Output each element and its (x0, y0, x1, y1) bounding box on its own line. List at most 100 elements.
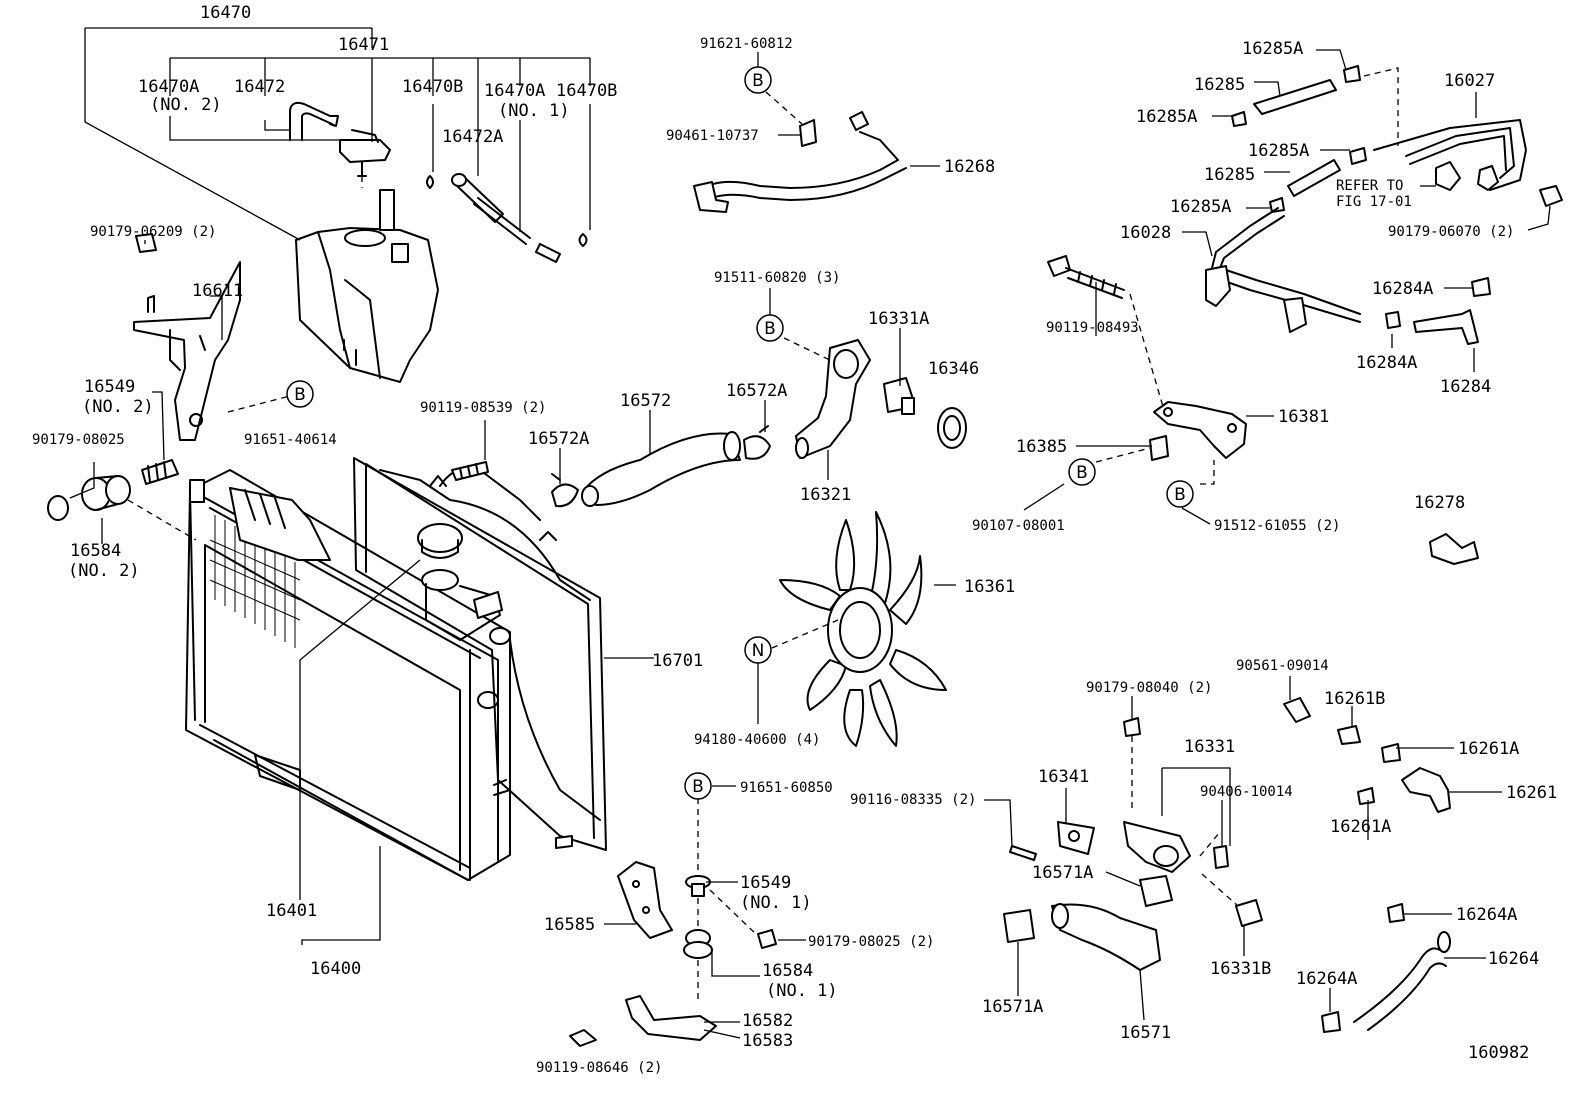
pipe-16027[interactable] (1373, 119, 1527, 191)
label-90116-08335: 90116-08335 (2) (850, 792, 976, 808)
clamp-16261A-upper[interactable] (1381, 743, 1401, 763)
clamp-16572A-upper[interactable] (743, 425, 771, 460)
bolt-90406-10014[interactable] (1213, 845, 1229, 869)
cushion-16584-no2[interactable] (81, 475, 131, 511)
label-16571: 16571 (1120, 1023, 1171, 1043)
label-90119-08493: 90119-08493 (1046, 320, 1139, 336)
reserve-tank[interactable] (295, 189, 439, 383)
thermo-switch-16331B[interactable] (1235, 899, 1263, 927)
cushion-16584-no1[interactable] (683, 929, 713, 959)
fan-shroud-16701[interactable] (353, 457, 607, 851)
clip-16470B-left[interactable] (426, 175, 434, 189)
clamp-16285A-2[interactable] (1231, 111, 1247, 127)
clamp-16284A-1[interactable] (1471, 277, 1491, 297)
clamp-16571A-lower[interactable] (1003, 909, 1035, 943)
union-16278[interactable] (1429, 533, 1479, 565)
label-16472: 16472 (234, 77, 285, 97)
label-90179-08025-2: 90179-08025 (2) (808, 934, 934, 950)
label-16341: 16341 (1038, 767, 1089, 787)
label-16549-no1-sub: (NO. 1) (740, 893, 812, 913)
radiator-upper-tank[interactable] (229, 487, 331, 561)
hose-16285-upper[interactable] (1253, 79, 1337, 115)
bolt-90179-06209[interactable] (135, 233, 157, 253)
radiator-cap[interactable] (417, 523, 463, 559)
label-16278: 16278 (1414, 493, 1465, 513)
bracket-16585[interactable] (617, 861, 673, 939)
label-16264a-upper: 16264A (1456, 905, 1517, 925)
label-16284: 16284 (1440, 377, 1491, 397)
clamp-16571A-upper[interactable] (1139, 875, 1173, 907)
radiator-16400[interactable] (185, 469, 511, 881)
bolt-90119-08646[interactable] (569, 1029, 597, 1047)
label-91621-60812: 91621-60812 (700, 36, 793, 52)
nut-90561-09014[interactable] (1283, 697, 1311, 723)
hose-16571[interactable] (1051, 903, 1161, 971)
label-16470: 16470 (200, 3, 251, 23)
water-outlet-16331[interactable] (1123, 821, 1191, 873)
clamp-16572A-lower[interactable] (551, 473, 579, 508)
label-90179-06209: 90179-06209 (2) (90, 224, 216, 240)
clamp-16264A-upper[interactable] (1387, 903, 1405, 923)
pipe-16268[interactable] (693, 111, 907, 213)
stud-90116-08335[interactable] (1009, 845, 1037, 861)
label-16331a: 16331A (868, 309, 929, 329)
collar-16385[interactable] (1149, 435, 1169, 461)
label-16285a-4: 16285A (1170, 197, 1231, 217)
label-16264a-lower: 16264A (1296, 969, 1357, 989)
label-16331: 16331 (1184, 737, 1235, 757)
hose-16284[interactable] (1413, 309, 1479, 345)
clip-16470B-right[interactable] (578, 233, 588, 247)
clip-90461-10737[interactable] (799, 119, 817, 147)
fan-16361[interactable] (779, 511, 947, 747)
label-16582: 16582 (742, 1011, 793, 1031)
ref-marker-b-91651-40614: B (286, 380, 314, 408)
hose-16261[interactable] (1401, 767, 1451, 813)
clamp-16285A-1[interactable] (1343, 65, 1361, 83)
water-inlet-16321[interactable] (795, 339, 871, 459)
bracket-16381[interactable] (1153, 401, 1247, 459)
ref-letter: N (752, 641, 765, 661)
plug-16261B[interactable] (1337, 725, 1361, 745)
bolt-90179-08040[interactable] (1123, 717, 1141, 737)
clamp-16285A-3[interactable] (1349, 147, 1367, 165)
nut-90179-08025[interactable] (47, 495, 69, 521)
bolt-90119-08493[interactable] (1047, 255, 1125, 299)
ref-marker-b-91621-60812: B (744, 66, 772, 94)
clamp-16285A-4[interactable] (1269, 197, 1285, 213)
thermo-switch-16331A[interactable] (883, 377, 915, 415)
label-16381: 16381 (1278, 407, 1329, 427)
bracket-16582-16583[interactable] (625, 995, 717, 1041)
label-16585: 16585 (544, 915, 595, 935)
clamp-16284A-2[interactable] (1385, 311, 1401, 329)
label-16471: 16471 (338, 35, 389, 55)
leader-lines (69, 27, 1551, 1039)
reserve-tank-cap-16471[interactable] (339, 129, 391, 177)
bolt-90119-08539[interactable] (451, 461, 489, 481)
label-91651-40614: 91651-40614 (244, 432, 337, 448)
label-16285a-2: 16285A (1136, 107, 1197, 127)
ref-letter: B (692, 777, 704, 797)
pipe-16028[interactable] (1205, 207, 1361, 333)
label-16361: 16361 (964, 577, 1015, 597)
label-16285a-1: 16285A (1242, 39, 1303, 59)
upper-hose-16572[interactable] (581, 431, 741, 507)
label-16401: 16401 (266, 901, 317, 921)
clamp-16261A-lower[interactable] (1357, 787, 1375, 805)
label-91651-60850: 91651-60850 (740, 780, 833, 796)
hose-16264[interactable] (1353, 931, 1451, 1031)
gasket-16346[interactable] (937, 407, 967, 449)
bracket-16611[interactable] (133, 261, 241, 441)
bolt-16549-no2[interactable] (141, 459, 179, 485)
label-16285a-3: 16285A (1248, 141, 1309, 161)
overflow-hose-16472[interactable] (289, 101, 339, 141)
label-16572: 16572 (620, 391, 671, 411)
bolt-16549-no1[interactable] (685, 875, 711, 897)
clamp-16264A-lower[interactable] (1321, 1011, 1341, 1033)
hose-16472A[interactable] (451, 173, 561, 263)
radiator-filler-neck[interactable] (421, 569, 503, 641)
nut-90179-06070[interactable] (1539, 185, 1563, 207)
ref-marker-n-94180-40600: N (744, 636, 772, 664)
nut-90179-08025-lower[interactable] (757, 929, 777, 949)
gasket-16341[interactable] (1057, 821, 1095, 855)
hose-16285-lower[interactable] (1287, 159, 1341, 197)
